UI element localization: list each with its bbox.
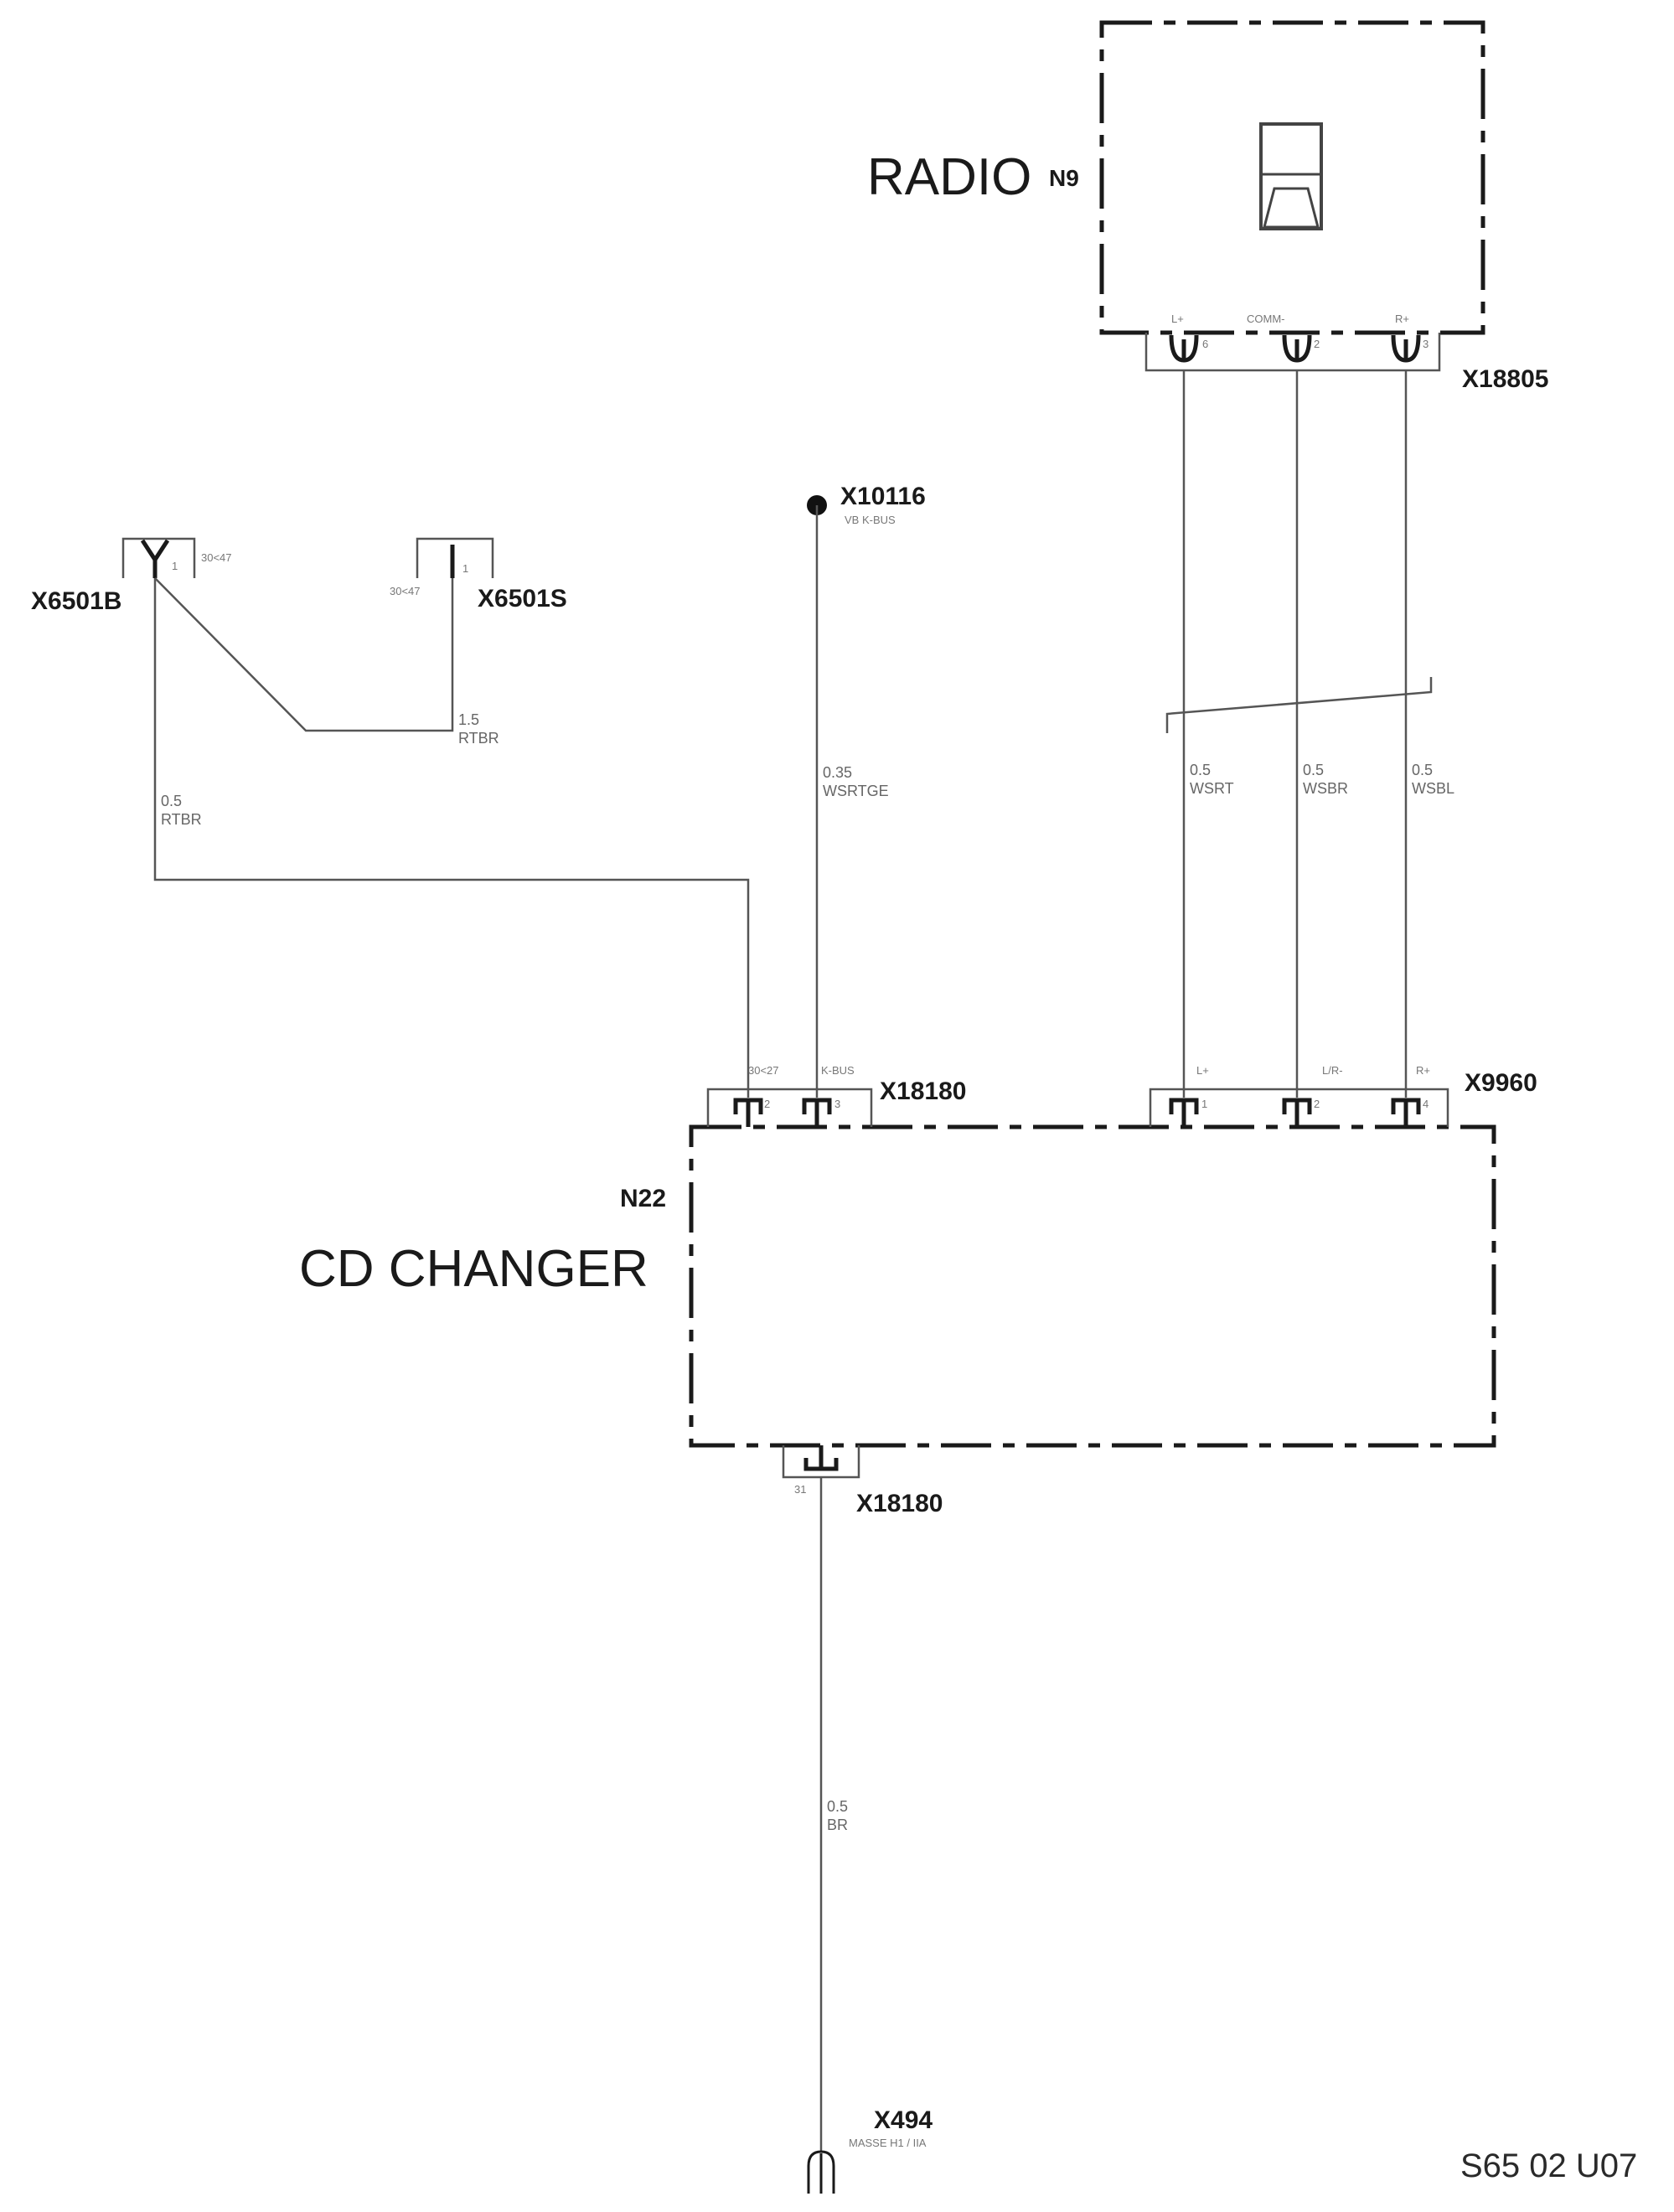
x494-desc: MASSE H1 / IIA: [849, 2137, 927, 2149]
radio-module: RADIO N9: [867, 20, 1485, 335]
w-comm-size: 0.5: [1303, 762, 1324, 778]
connector-x18180-ground: 31 X18180: [782, 1445, 943, 1517]
w-rtbr-15-color: RTBR: [458, 730, 499, 747]
cd-pin-30-name: 30<27: [748, 1064, 779, 1077]
cd-pin-lr-name: L/R-: [1322, 1064, 1343, 1077]
w-r-size: 0.5: [1412, 762, 1433, 778]
x6501s-label: X6501S: [478, 585, 567, 612]
x18180-ground-label: X18180: [856, 1490, 943, 1517]
x6501b-signal: 30<47: [201, 551, 232, 564]
connector-x9960: X9960 L+ L/R- R+ 1 2 4: [1149, 1064, 1537, 1127]
radio-pin-comm-name: COMM-: [1247, 313, 1285, 325]
speaker-icon: [1259, 122, 1323, 230]
radio-title: RADIO: [867, 148, 1031, 206]
x6501b-pin: 1: [172, 560, 178, 572]
connector-x6501s: 1 30<47 X6501S: [390, 537, 567, 612]
twisted-pair-marker: [1165, 677, 1433, 733]
x10116-label: X10116: [840, 483, 926, 510]
x18180-power-label: X18180: [880, 1078, 966, 1105]
cd-pin-l-num: 1: [1201, 1098, 1207, 1110]
ground-wire: 0.5 BR X494 MASSE H1 / IIA: [807, 1477, 933, 2194]
radio-id: N9: [1049, 165, 1079, 191]
connector-x6501b: 1 30<47 X6501B: [31, 537, 232, 615]
x6501s-pin: 1: [462, 562, 468, 575]
x10116-node: X10116 VB K-BUS 0.35 WSRTGE: [807, 483, 926, 1098]
audio-wires: 0.5 WSRT 0.5 WSBR 0.5 WSBL: [1165, 370, 1454, 1098]
cd-pin-r-num: 4: [1423, 1098, 1429, 1110]
x18805-label: X18805: [1462, 365, 1548, 393]
w-kbus-color: WSRTGE: [823, 783, 889, 799]
power-wires: 1.5 RTBR 0.5 RTBR: [153, 577, 750, 1098]
x6501s-signal: 30<47: [390, 585, 421, 597]
cd-pin-lr-num: 2: [1314, 1098, 1320, 1110]
w-r-color: WSBL: [1412, 780, 1454, 797]
cd-pin-30-num: 2: [764, 1098, 770, 1110]
cd-changer-module: CD CHANGER N22: [299, 1124, 1496, 1448]
w-rtbr-15-size: 1.5: [458, 711, 479, 728]
x9960-label: X9960: [1465, 1069, 1537, 1097]
w-rtbr-05-size: 0.5: [161, 793, 182, 809]
connector-x18805: X18805 L+ COMM- R+ 6 2 3: [1144, 313, 1548, 393]
radio-pin-l-num: 6: [1202, 338, 1208, 350]
ground-icon: [807, 2150, 835, 2194]
radio-pin-r-name: R+: [1395, 313, 1409, 325]
radio-pin-r-num: 3: [1423, 338, 1429, 350]
x494-label: X494: [874, 2106, 933, 2134]
pin-plug-icon: [140, 539, 170, 564]
cd-pin-kbus-num: 3: [834, 1098, 840, 1110]
cd-pin-r-name: R+: [1416, 1064, 1430, 1077]
cd-changer-outline: [689, 1124, 1496, 1448]
x6501b-label: X6501B: [31, 587, 121, 615]
cd-changer-id: N22: [620, 1185, 666, 1212]
cd-pin-kbus-name: K-BUS: [821, 1064, 855, 1077]
w-rtbr-05-color: RTBR: [161, 811, 202, 828]
w-l-color: WSRT: [1190, 780, 1234, 797]
w-comm-color: WSBR: [1303, 780, 1348, 797]
radio-pin-comm-num: 2: [1314, 338, 1320, 350]
radio-outline: [1099, 20, 1485, 335]
radio-pin-l-name: L+: [1171, 313, 1184, 325]
x10116-desc: VB K-BUS: [845, 514, 896, 526]
w-l-size: 0.5: [1190, 762, 1211, 778]
cd-ground-pin: 31: [794, 1483, 806, 1496]
w-kbus-size: 0.35: [823, 764, 852, 781]
connector-x18180-power: X18180 30<27 K-BUS 2 3: [706, 1064, 966, 1127]
w-gnd-size: 0.5: [827, 1798, 848, 1815]
w-gnd-color: BR: [827, 1817, 848, 1833]
cd-pin-l-name: L+: [1196, 1064, 1209, 1077]
diagram-code: S65 02 U07: [1460, 2147, 1637, 2184]
cd-changer-title: CD CHANGER: [299, 1240, 648, 1298]
